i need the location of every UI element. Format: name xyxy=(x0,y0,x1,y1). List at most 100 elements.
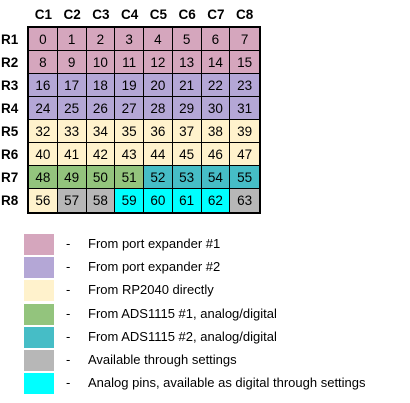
pin-cell: 45 xyxy=(172,143,202,166)
pin-cell: 11 xyxy=(115,51,144,74)
pin-cell: 60 xyxy=(144,189,173,212)
pin-cell: 46 xyxy=(201,143,231,166)
legend-dash: - xyxy=(66,305,71,321)
row-header-r3: R3 xyxy=(1,78,19,93)
pin-cell: 10 xyxy=(86,51,116,74)
pin-cell: 16 xyxy=(29,74,58,97)
pin-cell: 27 xyxy=(115,97,144,120)
pin-cell: 7 xyxy=(230,28,259,51)
pin-cell: 18 xyxy=(86,74,116,97)
pin-cell: 58 xyxy=(86,189,116,212)
pin-cell: 6 xyxy=(201,28,231,51)
row-header-r2: R2 xyxy=(1,55,19,70)
pin-cell: 37 xyxy=(172,120,202,143)
pin-cell: 61 xyxy=(172,189,202,212)
pin-cell: 4 xyxy=(144,28,173,51)
pin-cell: 23 xyxy=(230,74,259,97)
pin-cell: 51 xyxy=(115,166,144,189)
column-header-c1: C1 xyxy=(34,7,52,22)
row-header-r7: R7 xyxy=(1,170,19,185)
legend-label: Available through settings xyxy=(88,352,237,367)
pin-cell: 39 xyxy=(230,120,259,143)
column-header-c8: C8 xyxy=(235,7,254,22)
pin-cell: 43 xyxy=(115,143,144,166)
column-header-c5: C5 xyxy=(149,7,167,22)
legend-swatch xyxy=(24,280,54,302)
pin-cell: 36 xyxy=(144,120,173,143)
pin-cell: 53 xyxy=(172,166,202,189)
row-header-r5: R5 xyxy=(1,124,19,139)
row-header-r1: R1 xyxy=(1,32,19,47)
legend-dash: - xyxy=(66,282,71,298)
pin-cell: 0 xyxy=(29,28,58,51)
legend-swatch xyxy=(24,303,54,325)
pin-cell: 63 xyxy=(230,189,259,212)
pin-cell: 55 xyxy=(230,166,259,189)
pin-cell: 29 xyxy=(172,97,202,120)
legend-swatch xyxy=(24,257,54,279)
pin-cell: 28 xyxy=(144,97,173,120)
row-header-r8: R8 xyxy=(1,193,19,208)
legend-label: From ADS1115 #1, analog/digital xyxy=(88,305,277,321)
pin-cell: 9 xyxy=(57,51,87,74)
pin-cell: 12 xyxy=(144,51,173,74)
legend-label: Analog pins, available as digital throug… xyxy=(88,375,366,391)
pin-cell: 31 xyxy=(230,97,259,120)
pin-cell: 14 xyxy=(201,51,231,74)
pin-cell: 25 xyxy=(57,97,87,120)
pin-cell: 19 xyxy=(115,74,144,97)
pin-cell: 15 xyxy=(230,51,259,74)
pin-cell: 33 xyxy=(57,120,87,143)
legend-swatch xyxy=(24,373,54,395)
legend-dash: - xyxy=(66,352,71,367)
pin-cell: 40 xyxy=(29,143,58,166)
column-header-c4: C4 xyxy=(120,7,139,22)
pin-cell: 48 xyxy=(29,166,58,189)
pin-cell: 5 xyxy=(172,28,202,51)
pin-cell: 62 xyxy=(201,189,231,212)
row-header-r4: R4 xyxy=(1,101,19,116)
legend-label: From port expander #1 xyxy=(88,236,221,251)
pin-cell: 49 xyxy=(57,166,87,189)
legend-dash: - xyxy=(66,375,71,391)
pin-cell: 56 xyxy=(29,189,58,212)
pin-cell: 20 xyxy=(144,74,173,97)
legend-dash: - xyxy=(66,259,71,275)
legend-swatch xyxy=(24,350,54,371)
pin-cell: 44 xyxy=(144,143,173,166)
pin-cell: 24 xyxy=(29,97,58,120)
legend-dash: - xyxy=(66,328,71,344)
pin-cell: 13 xyxy=(172,51,202,74)
pin-cell: 34 xyxy=(86,120,116,143)
pin-cell: 22 xyxy=(201,74,231,97)
pin-cell: 35 xyxy=(115,120,144,143)
pin-cell: 26 xyxy=(86,97,116,120)
pin-cell: 47 xyxy=(230,143,259,166)
pin-cell: 30 xyxy=(201,97,231,120)
legend-swatch xyxy=(24,234,54,255)
pin-cell: 3 xyxy=(115,28,144,51)
row-header-r6: R6 xyxy=(1,147,19,162)
column-header-c2: C2 xyxy=(63,7,81,22)
pin-cell: 21 xyxy=(172,74,202,97)
pin-cell: 57 xyxy=(57,189,87,212)
pin-cell: 52 xyxy=(144,166,173,189)
pin-cell: 17 xyxy=(57,74,87,97)
legend-swatch xyxy=(24,326,54,348)
legend-label: From RP2040 directly xyxy=(88,282,214,298)
column-header-c3: C3 xyxy=(92,7,110,22)
column-header-c6: C6 xyxy=(178,7,196,22)
pin-cell: 1 xyxy=(57,28,87,51)
pin-cell: 32 xyxy=(29,120,58,143)
legend-label: From ADS1115 #2, analog/digital xyxy=(88,328,277,344)
pin-cell: 2 xyxy=(86,28,116,51)
pin-cell: 54 xyxy=(201,166,231,189)
pin-cell: 8 xyxy=(29,51,58,74)
pin-cell: 50 xyxy=(86,166,116,189)
legend-dash: - xyxy=(66,236,71,251)
pin-cell: 38 xyxy=(201,120,231,143)
pin-cell: 42 xyxy=(86,143,116,166)
pin-cell: 59 xyxy=(115,189,144,212)
legend-label: From port expander #2 xyxy=(88,259,221,275)
